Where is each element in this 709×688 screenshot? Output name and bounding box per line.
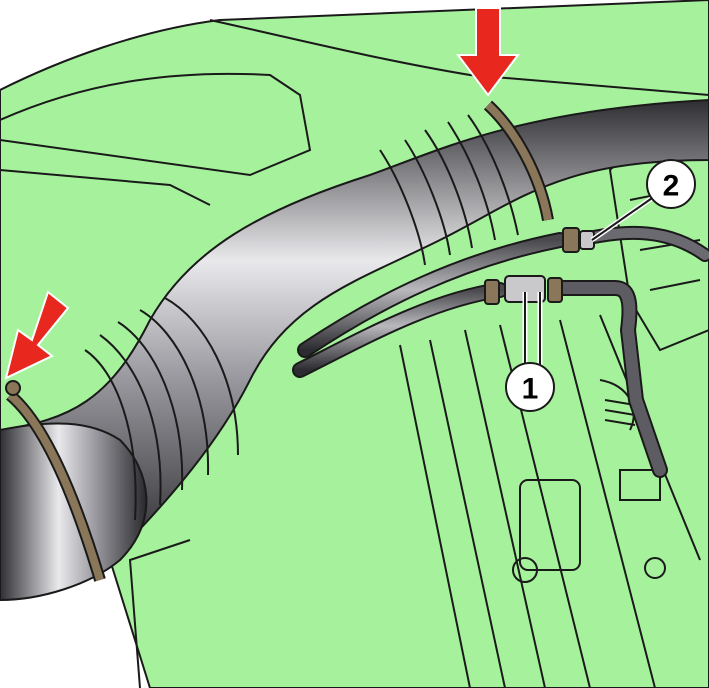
arrow-lower-clamp <box>4 290 70 380</box>
body-panel-outline <box>0 72 312 177</box>
fender-line <box>0 169 211 206</box>
callout-1-label: 1 <box>522 373 539 406</box>
hose-connector-2 <box>562 227 595 253</box>
upper-hose-clamp <box>483 100 554 222</box>
vacuum-hoses <box>292 225 709 478</box>
callout-1: 1 <box>505 362 555 412</box>
body-panel-edge <box>209 19 709 96</box>
callout-leaders-dark <box>524 195 656 365</box>
lower-hose-clamp <box>5 380 106 582</box>
hose-connector-1 <box>484 275 563 305</box>
arrow-upper-clamp <box>456 7 520 97</box>
callout-2-label: 2 <box>663 170 680 203</box>
callout-2: 2 <box>646 159 696 209</box>
